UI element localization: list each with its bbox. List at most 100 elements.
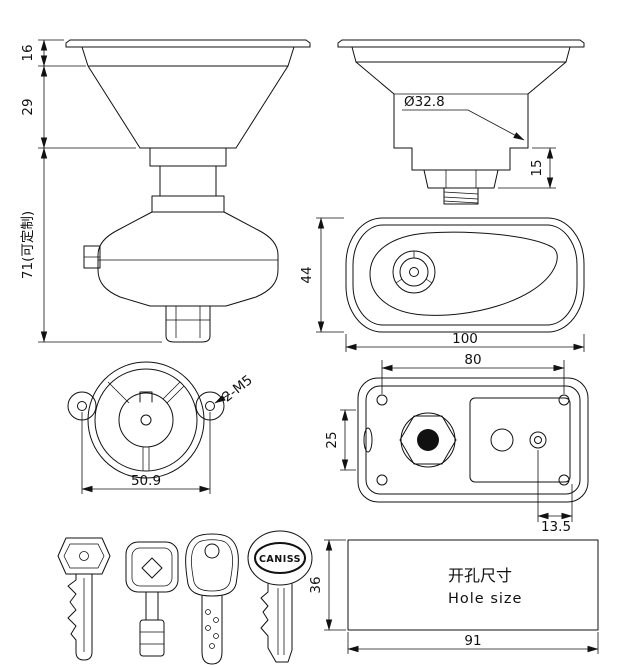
key1-blade (67, 573, 93, 661)
key4-head (247, 530, 313, 586)
key-1 (57, 537, 111, 661)
back-outer-circle (87, 361, 205, 479)
plate-inner (365, 385, 581, 495)
body-taper-left (87, 65, 141, 149)
corner-hole-br (558, 474, 570, 486)
key3-dimple (209, 643, 215, 649)
key2-head-inner (131, 547, 173, 587)
view-side-left: 16 29 71(可定制) (20, 39, 311, 343)
center-bore (118, 392, 174, 448)
key-3 (185, 533, 239, 665)
key3-dimple (213, 633, 219, 639)
dim-16-label: 16 (20, 44, 36, 61)
diameter-leader (402, 109, 525, 141)
dim-91-label: 91 (464, 633, 481, 649)
dim-71-label: 71(可定制) (20, 211, 36, 279)
ear-left-hole (77, 401, 87, 411)
key3-dimple (205, 625, 211, 631)
dim-15-label: 15 (529, 159, 545, 176)
view-side-right: Ø32.8 15 (337, 39, 585, 205)
neck-block (149, 147, 227, 167)
center-pin (140, 414, 152, 426)
plate-block (469, 397, 571, 483)
cam-details (166, 306, 210, 338)
cam-shaft (165, 305, 211, 343)
flange-outline (65, 39, 311, 48)
side-slot (363, 427, 373, 453)
hex-nut-facets (445, 170, 477, 188)
face-outer (345, 217, 585, 333)
dim-36-label: 36 (308, 576, 324, 593)
plate-outer (357, 377, 589, 503)
back-inner-circle (94, 368, 198, 472)
threaded-stud (443, 187, 479, 205)
block-hole-small-inner (534, 436, 542, 444)
spokes (107, 381, 185, 471)
ext-lines-15 (498, 147, 556, 189)
dim-2m5-label: 2-M5 (219, 372, 255, 405)
key2-blade (139, 619, 165, 657)
dim-29-label: 29 (20, 98, 36, 115)
keyway-notch (139, 391, 153, 403)
view-back-circle: 2-M5 50.9 (67, 361, 256, 494)
thread-leader (214, 393, 231, 404)
ext-lines-36 (324, 539, 346, 631)
key3-dimple (213, 617, 219, 623)
dim-100-label: 100 (452, 331, 478, 347)
key3-head (185, 533, 239, 597)
key2-head (125, 541, 179, 593)
view-front-face: 44 100 (299, 217, 585, 352)
key4-blade (260, 583, 293, 663)
keyhole-mid (399, 257, 429, 287)
corner-hole-tr (558, 394, 570, 406)
view-plate-back: 80 25 13.5 (324, 352, 589, 535)
step-cylinder (393, 147, 529, 171)
key1-head-hole (79, 551, 89, 561)
key4-brand-oval (254, 542, 306, 574)
nut-hexagon (399, 415, 457, 465)
corner-hole-bl (376, 474, 388, 486)
flange-collar (351, 46, 571, 63)
key1-head-inner (63, 543, 105, 569)
key2-neck (145, 591, 159, 621)
key4-grooves (277, 588, 285, 655)
body-outline (355, 61, 567, 149)
neck-stem (159, 165, 217, 197)
ext-lines-509 (81, 412, 211, 494)
face-teardrop (369, 231, 558, 316)
ear-right-hole (205, 401, 215, 411)
hole-rect (347, 539, 599, 631)
dim-135-label: 13.5 (541, 519, 571, 535)
key3-head-hole (204, 543, 220, 559)
hole-label-cn: 开孔尺寸 (448, 566, 512, 585)
ext-lines-135 (537, 450, 573, 522)
ext-lines-25 (340, 409, 356, 471)
dim-diameter-label: Ø32.8 (404, 94, 445, 110)
neck-collar (151, 195, 225, 213)
key1-head (57, 537, 111, 575)
key2-blade-lines (140, 631, 164, 645)
cylinder-housing (97, 211, 279, 307)
face-inner (352, 224, 578, 326)
view-hole-size: 开孔尺寸 Hole size 36 91 (308, 539, 599, 654)
flange-outline (337, 39, 585, 48)
corner-hole-tl (376, 394, 388, 406)
body-taper-right (235, 65, 289, 149)
ext-lines-44 (316, 217, 344, 333)
ext-lines-left (38, 39, 162, 343)
keyhole-center (409, 267, 419, 277)
hex-nut (423, 169, 499, 189)
key3-head-inner (191, 539, 233, 592)
view-keys: CANISS (57, 530, 313, 665)
flange-collar (81, 46, 295, 67)
hole-label-en: Hole size (448, 591, 522, 607)
block-hole-small (529, 431, 547, 449)
block-hole-large (490, 428, 514, 452)
key3-dimple (205, 609, 211, 615)
dim-509-label: 50.9 (131, 473, 161, 489)
thread-lines (443, 191, 479, 204)
nut-circle (400, 412, 456, 468)
dim-25-label: 25 (324, 431, 340, 448)
